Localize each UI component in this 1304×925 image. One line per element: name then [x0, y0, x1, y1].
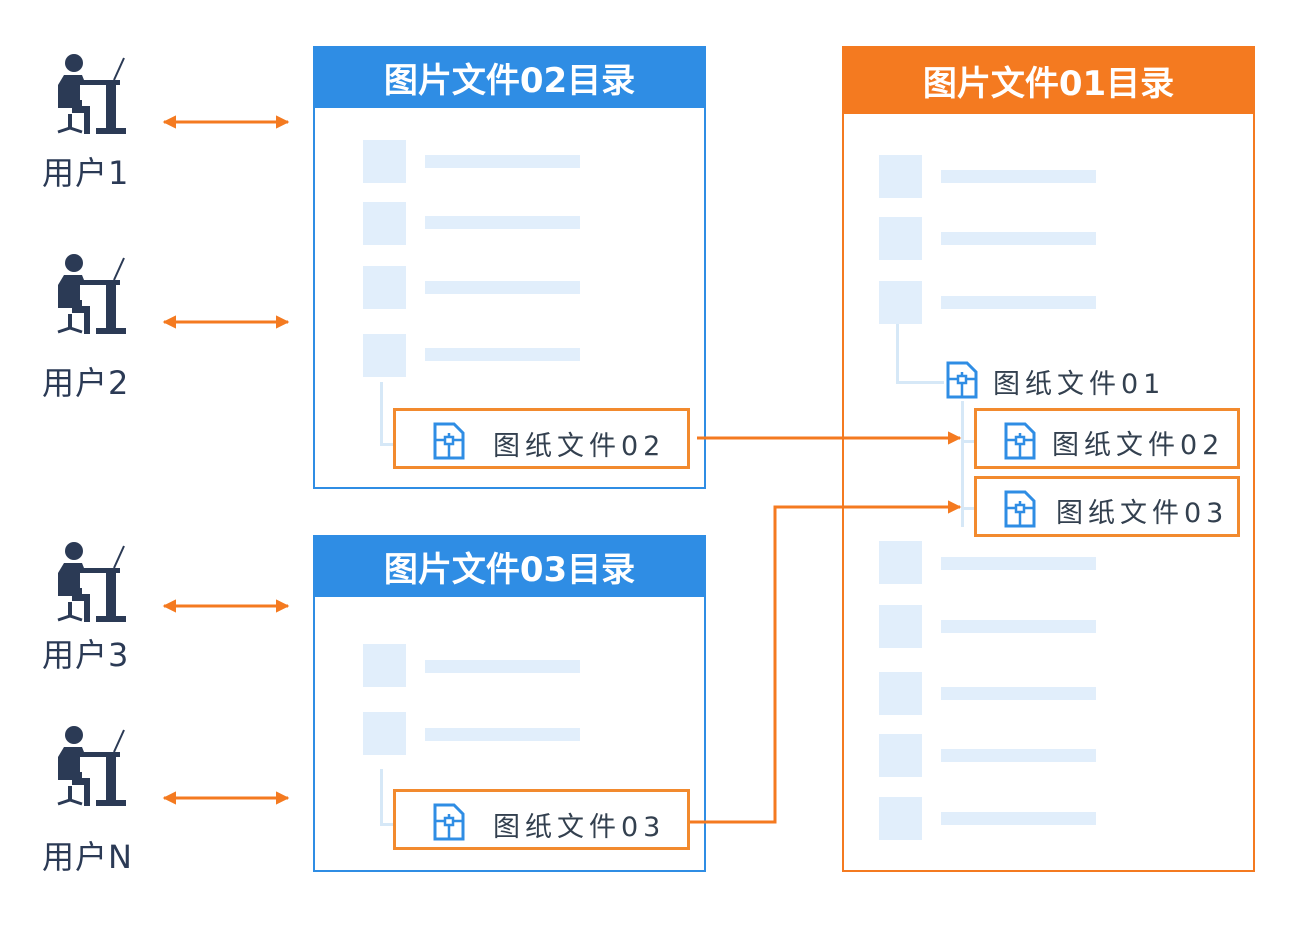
list-item-placeholder-bar — [425, 660, 580, 673]
list-item-placeholder-bar — [425, 728, 580, 741]
link-arrow-03 — [690, 500, 962, 824]
person-at-desk-icon — [57, 54, 126, 134]
list-item-placeholder-bar — [425, 348, 580, 361]
list-item-placeholder-bar — [425, 155, 580, 168]
list-item-placeholder-bar — [941, 749, 1096, 762]
panel-title: 图片文件03目录 — [313, 535, 706, 597]
tree-connector — [896, 381, 944, 384]
panel-title: 图片文件01目录 — [842, 46, 1255, 114]
user-label: 用户N — [42, 838, 133, 876]
tree-connector — [380, 443, 400, 446]
user-n: 用户N — [42, 724, 152, 876]
tree-connector — [380, 769, 383, 825]
panel-title: 图片文件02目录 — [313, 46, 706, 108]
list-item-placeholder-bar — [941, 557, 1096, 570]
person-at-desk-icon — [57, 542, 126, 622]
tree-connector — [961, 507, 977, 510]
list-item-placeholder-icon — [879, 541, 922, 584]
file-label: 图纸文件03 — [1056, 498, 1229, 529]
list-item-placeholder-icon — [879, 155, 922, 198]
file-link-02[interactable]: 图纸文件02 — [974, 408, 1240, 469]
list-item-placeholder-bar — [941, 687, 1096, 700]
list-item-placeholder-icon — [363, 202, 406, 245]
list-item-placeholder-bar — [425, 216, 580, 229]
user-1: 用户1 — [42, 52, 152, 192]
list-item-placeholder-bar — [941, 232, 1096, 245]
tree-connector — [380, 823, 400, 826]
tree-connector — [961, 440, 977, 443]
drawing-file-icon — [433, 422, 465, 460]
list-item-placeholder-icon — [879, 734, 922, 777]
file-item-03[interactable]: 图纸文件03 — [393, 789, 690, 850]
list-item-placeholder-bar — [941, 620, 1096, 633]
list-item-placeholder-icon — [879, 672, 922, 715]
tree-connector — [380, 382, 383, 446]
list-item-placeholder-icon — [363, 712, 406, 755]
tree-connector — [896, 324, 899, 384]
list-item-placeholder-icon — [879, 605, 922, 648]
file-item-02[interactable]: 图纸文件02 — [393, 408, 690, 469]
user-3: 用户3 — [42, 540, 152, 680]
list-item-placeholder-bar — [425, 281, 580, 294]
file-label: 图纸文件01 — [993, 369, 1166, 400]
file-label: 图纸文件03 — [493, 812, 666, 843]
file-label: 图纸文件02 — [493, 431, 666, 462]
list-item-placeholder-icon — [879, 281, 922, 324]
file-link-03[interactable]: 图纸文件03 — [974, 476, 1240, 537]
file-label: 图纸文件02 — [1052, 430, 1225, 461]
drawing-file-icon — [946, 361, 978, 399]
user-2: 用户2 — [42, 252, 152, 402]
user-label: 用户3 — [42, 636, 130, 674]
drawing-file-icon — [433, 803, 465, 841]
list-item-placeholder-bar — [941, 296, 1096, 309]
person-at-desk-icon — [57, 254, 126, 334]
list-item-placeholder-icon — [363, 140, 406, 183]
list-item-placeholder-icon — [879, 217, 922, 260]
list-item-placeholder-bar — [941, 170, 1096, 183]
list-item-placeholder-icon — [879, 797, 922, 840]
drawing-file-icon — [1004, 422, 1036, 460]
user-label: 用户1 — [42, 154, 130, 192]
tree-connector — [961, 401, 964, 527]
person-at-desk-icon — [57, 726, 126, 806]
list-item-placeholder-bar — [941, 812, 1096, 825]
drawing-file-icon — [1004, 490, 1036, 528]
list-item-placeholder-icon — [363, 266, 406, 309]
list-item-placeholder-icon — [363, 334, 406, 377]
user-label: 用户2 — [42, 364, 130, 402]
file-item-01[interactable]: 图纸文件01 — [942, 356, 1202, 404]
list-item-placeholder-icon — [363, 644, 406, 687]
